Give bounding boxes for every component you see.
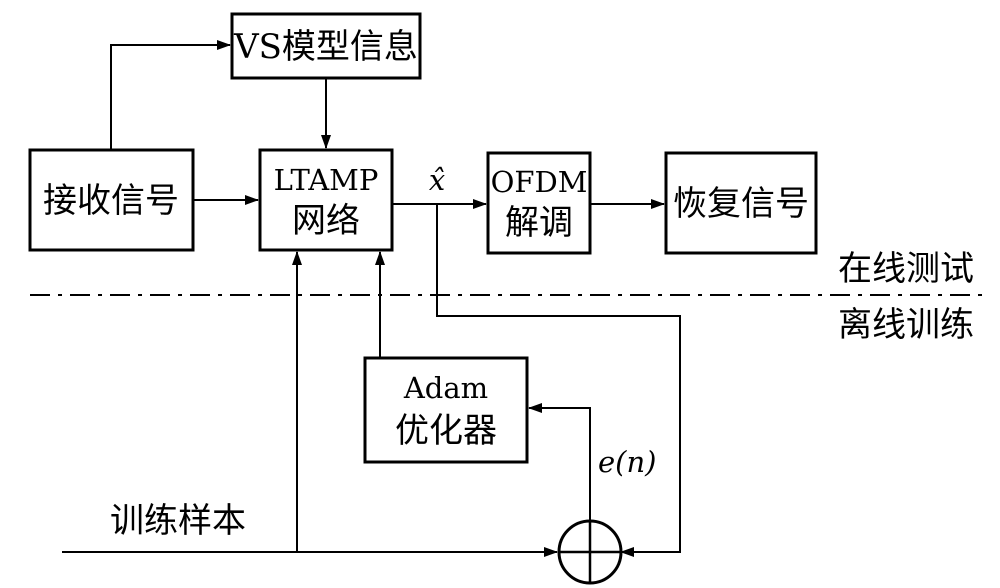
error-label: e(n) xyxy=(598,445,656,479)
ofdm-label: OFDM xyxy=(491,165,588,199)
receive-to-vs-arrow xyxy=(110,40,231,150)
receive-signal-block: 接收信号 xyxy=(28,148,195,252)
ltamp-label: LTAMP xyxy=(274,163,379,197)
vs-model-label: VS模型信息 xyxy=(233,27,418,67)
network-label: 网络 xyxy=(292,201,360,241)
training-samples-label: 训练样本 xyxy=(110,501,246,541)
summing-junction xyxy=(557,519,623,585)
online-test-label: 在线测试 xyxy=(838,249,974,289)
ofdm-demod-block: OFDM 解调 xyxy=(486,151,592,255)
estimate-label: x̂ xyxy=(429,163,445,197)
adam-optimizer-block: Adam 优化器 xyxy=(363,356,529,464)
error-to-adam-arrow xyxy=(528,403,591,520)
demod-label: 解调 xyxy=(505,203,573,243)
ltamp-network-block: LTAMP 网络 xyxy=(258,148,394,252)
vs-model-block: VS模型信息 xyxy=(230,12,422,80)
recover-signal-label: 恢复信号 xyxy=(673,184,809,224)
adam-label: Adam xyxy=(403,371,488,405)
recover-signal-block: 恢复信号 xyxy=(664,151,818,255)
offline-train-label: 离线训练 xyxy=(838,305,974,345)
estimate-feedback-arrow xyxy=(436,204,681,557)
receive-signal-label: 接收信号 xyxy=(43,181,179,221)
optimizer-label: 优化器 xyxy=(395,411,497,451)
